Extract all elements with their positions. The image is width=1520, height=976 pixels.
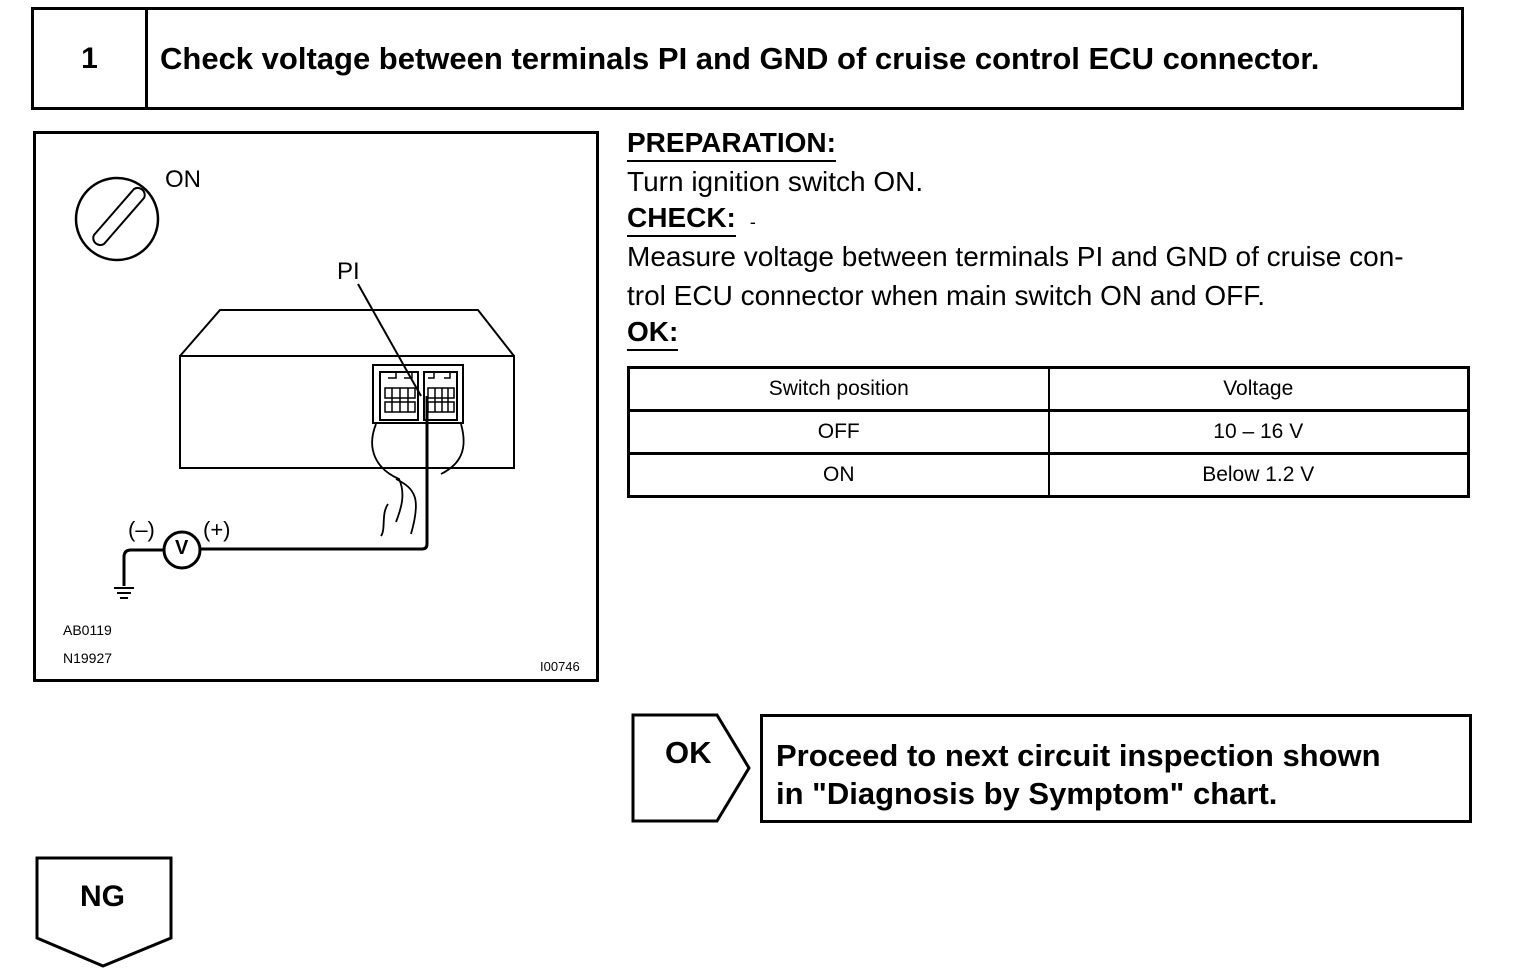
ok-arrow-label: OK — [665, 735, 712, 770]
ok-heading: OK: — [627, 315, 679, 351]
column-header-voltage: Voltage — [1047, 366, 1470, 412]
cell-switch-position: OFF — [627, 409, 1050, 455]
check-heading: CHECK: — [627, 201, 736, 237]
ok-result-box: Proceed to next circuit inspection shown… — [760, 714, 1472, 823]
preparation-heading: PREPARATION: — [627, 126, 836, 162]
ok-result-line-2: in "Diagnosis by Symptom" chart. — [776, 776, 1278, 811]
ng-arrow-icon — [35, 856, 173, 968]
ok-arrow-icon — [631, 713, 751, 823]
step-title: Check voltage between terminals PI and G… — [160, 40, 1320, 76]
probe-lead — [200, 396, 429, 551]
voltage-spec-table: Switch position Voltage OFF 10 – 16 V ON… — [627, 366, 1470, 498]
check-text-line-1: Measure voltage between terminals PI and… — [627, 241, 1404, 272]
cell-voltage: 10 – 16 V — [1047, 409, 1470, 455]
procedure-section: PREPARATION: Turn ignition switch ON. CH… — [627, 126, 1472, 351]
table-header-row: Switch position Voltage — [627, 366, 1470, 412]
cell-switch-position: ON — [627, 452, 1050, 498]
column-header-switch-position: Switch position — [627, 366, 1050, 412]
voltmeter-symbol: V — [175, 537, 189, 559]
check-text-line-2: trol ECU connector when main switch ON a… — [627, 280, 1266, 311]
terminal-pi-label: PI — [337, 258, 360, 285]
step-header: 1 Check voltage between terminals PI and… — [31, 7, 1464, 110]
ok-result-line-1: Proceed to next circuit inspection shown — [776, 738, 1381, 773]
switch-on-label: ON — [165, 166, 201, 193]
table-row: ON Below 1.2 V — [627, 452, 1470, 498]
ground-lead — [122, 548, 164, 586]
ecu-connector — [372, 364, 464, 424]
cell-voltage: Below 1.2 V — [1047, 452, 1470, 498]
wiring-illustration: ON PI (–) (+) V AB0119 N19927 I00746 — [33, 131, 599, 682]
wire-harness — [371, 423, 465, 537]
ignition-switch-icon — [74, 176, 160, 262]
ecu-connector-diagram — [74, 176, 515, 599]
table-row: OFF 10 – 16 V — [627, 409, 1470, 455]
ng-arrow-label: NG — [80, 880, 125, 913]
pi-leader-line — [357, 283, 422, 397]
ground-icon — [114, 587, 134, 599]
figure-code-2: N19927 — [63, 650, 113, 666]
step-number: 1 — [34, 10, 148, 107]
meter-positive-label: (+) — [203, 517, 231, 542]
meter-negative-label: (–) — [128, 517, 155, 542]
figure-code-1: AB0119 — [63, 622, 112, 638]
ecu-body — [179, 309, 515, 469]
figure-code-3: I00746 — [540, 659, 580, 674]
preparation-text: Turn ignition switch ON. — [627, 166, 924, 197]
check-mark: - — [749, 212, 756, 233]
